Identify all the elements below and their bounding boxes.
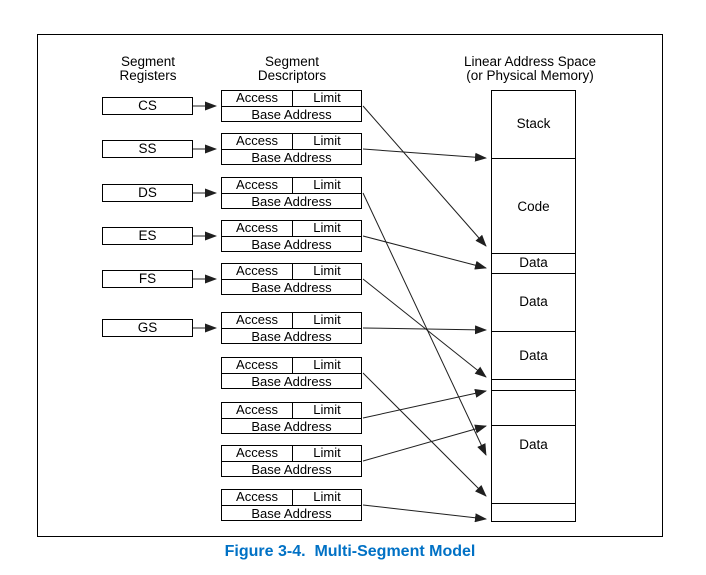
memory-divider — [492, 253, 575, 254]
descriptor-access-cell: Access — [222, 358, 293, 373]
descriptor-limit-cell: Limit — [313, 357, 341, 372]
memory-divider — [492, 273, 575, 274]
descriptor-access-limit-row: Access Limit — [222, 134, 361, 150]
segment-register-ss: SS — [102, 140, 193, 158]
segment-register-cs: CS — [102, 97, 193, 115]
segment-descriptors-header-line1: Segment — [264, 54, 320, 69]
descriptor-base-address-cell: Base Address — [251, 194, 332, 209]
memory-divider — [492, 503, 575, 504]
descriptor-limit-cell: Limit — [313, 133, 341, 148]
descriptor-access-limit-row: Access Limit — [222, 91, 361, 107]
descriptor-base-address-cell: Base Address — [251, 329, 332, 344]
linear-address-space-header-line1: Linear Address Space — [463, 54, 597, 69]
descriptor-access-cell: Access — [222, 446, 293, 461]
segment-registers-header-line2: Registers — [119, 68, 177, 83]
memory-section-label-stack: Stack — [516, 116, 551, 131]
descriptor-base-address-cell: Base Address — [251, 280, 332, 295]
descriptor-limit-cell: Limit — [313, 445, 341, 460]
memory-section-label-code: Code — [517, 199, 550, 214]
memory-section-label-data: Data — [519, 255, 548, 270]
figure-caption: Figure 3-4. Multi-Segment Model — [224, 543, 476, 560]
segment-descriptors-header: Segment Descriptors — [232, 55, 352, 83]
descriptor-limit-cell: Limit — [313, 263, 341, 278]
descriptor-access-cell: Access — [222, 264, 293, 279]
descriptor-access-limit-row: Access Limit — [222, 264, 361, 280]
descriptor-limit-cell: Limit — [313, 402, 341, 417]
memory-section-label-data: Data — [519, 437, 548, 452]
descriptor-access-limit-row: Access Limit — [222, 178, 361, 194]
segment-registers-header-line1: Segment — [120, 54, 176, 69]
segment-descriptors-header-line2: Descriptors — [257, 68, 327, 83]
descriptor-base-address-cell: Base Address — [251, 462, 332, 477]
descriptor-base-address-cell: Base Address — [251, 506, 332, 521]
descriptor-access-limit-row: Access Limit — [222, 490, 361, 506]
segment-registers-header: Segment Registers — [88, 55, 208, 83]
linear-address-space-box — [491, 90, 576, 522]
memory-divider — [492, 379, 575, 380]
descriptor-base-address-cell: Base Address — [251, 237, 332, 252]
descriptor-base-address-cell: Base Address — [251, 150, 332, 165]
descriptor-base-address-cell: Base Address — [251, 419, 332, 434]
segment-register-fs: FS — [102, 270, 193, 288]
descriptor-base-address-cell: Base Address — [251, 107, 332, 122]
descriptor-access-limit-row: Access Limit — [222, 221, 361, 237]
segment-register-ds: DS — [102, 184, 193, 202]
segment-register-gs: GS — [102, 319, 193, 337]
segment-register-es: ES — [102, 227, 193, 245]
descriptor-access-cell: Access — [222, 178, 293, 193]
figure-border — [37, 34, 663, 537]
memory-divider — [492, 331, 575, 332]
memory-divider — [492, 390, 575, 391]
descriptor-limit-cell: Limit — [313, 177, 341, 192]
descriptor-access-limit-row: Access Limit — [222, 313, 361, 329]
descriptor-access-cell: Access — [222, 490, 293, 505]
memory-divider — [492, 158, 575, 159]
memory-section-label-data: Data — [519, 348, 548, 363]
descriptor-access-limit-row: Access Limit — [222, 358, 361, 374]
descriptor-access-cell: Access — [222, 403, 293, 418]
descriptor-access-cell: Access — [222, 134, 293, 149]
linear-address-space-header-line2: (or Physical Memory) — [466, 68, 594, 83]
descriptor-limit-cell: Limit — [313, 489, 341, 504]
descriptor-access-cell: Access — [222, 91, 293, 106]
descriptor-limit-cell: Limit — [313, 220, 341, 235]
linear-address-space-header: Linear Address Space (or Physical Memory… — [440, 55, 620, 83]
descriptor-limit-cell: Limit — [313, 312, 341, 327]
descriptor-access-cell: Access — [222, 221, 293, 236]
descriptor-access-limit-row: Access Limit — [222, 446, 361, 462]
memory-section-label-data: Data — [519, 294, 548, 309]
descriptor-access-cell: Access — [222, 313, 293, 328]
memory-divider — [492, 425, 575, 426]
descriptor-base-address-cell: Base Address — [251, 374, 332, 389]
descriptor-limit-cell: Limit — [313, 90, 341, 105]
descriptor-access-limit-row: Access Limit — [222, 403, 361, 419]
